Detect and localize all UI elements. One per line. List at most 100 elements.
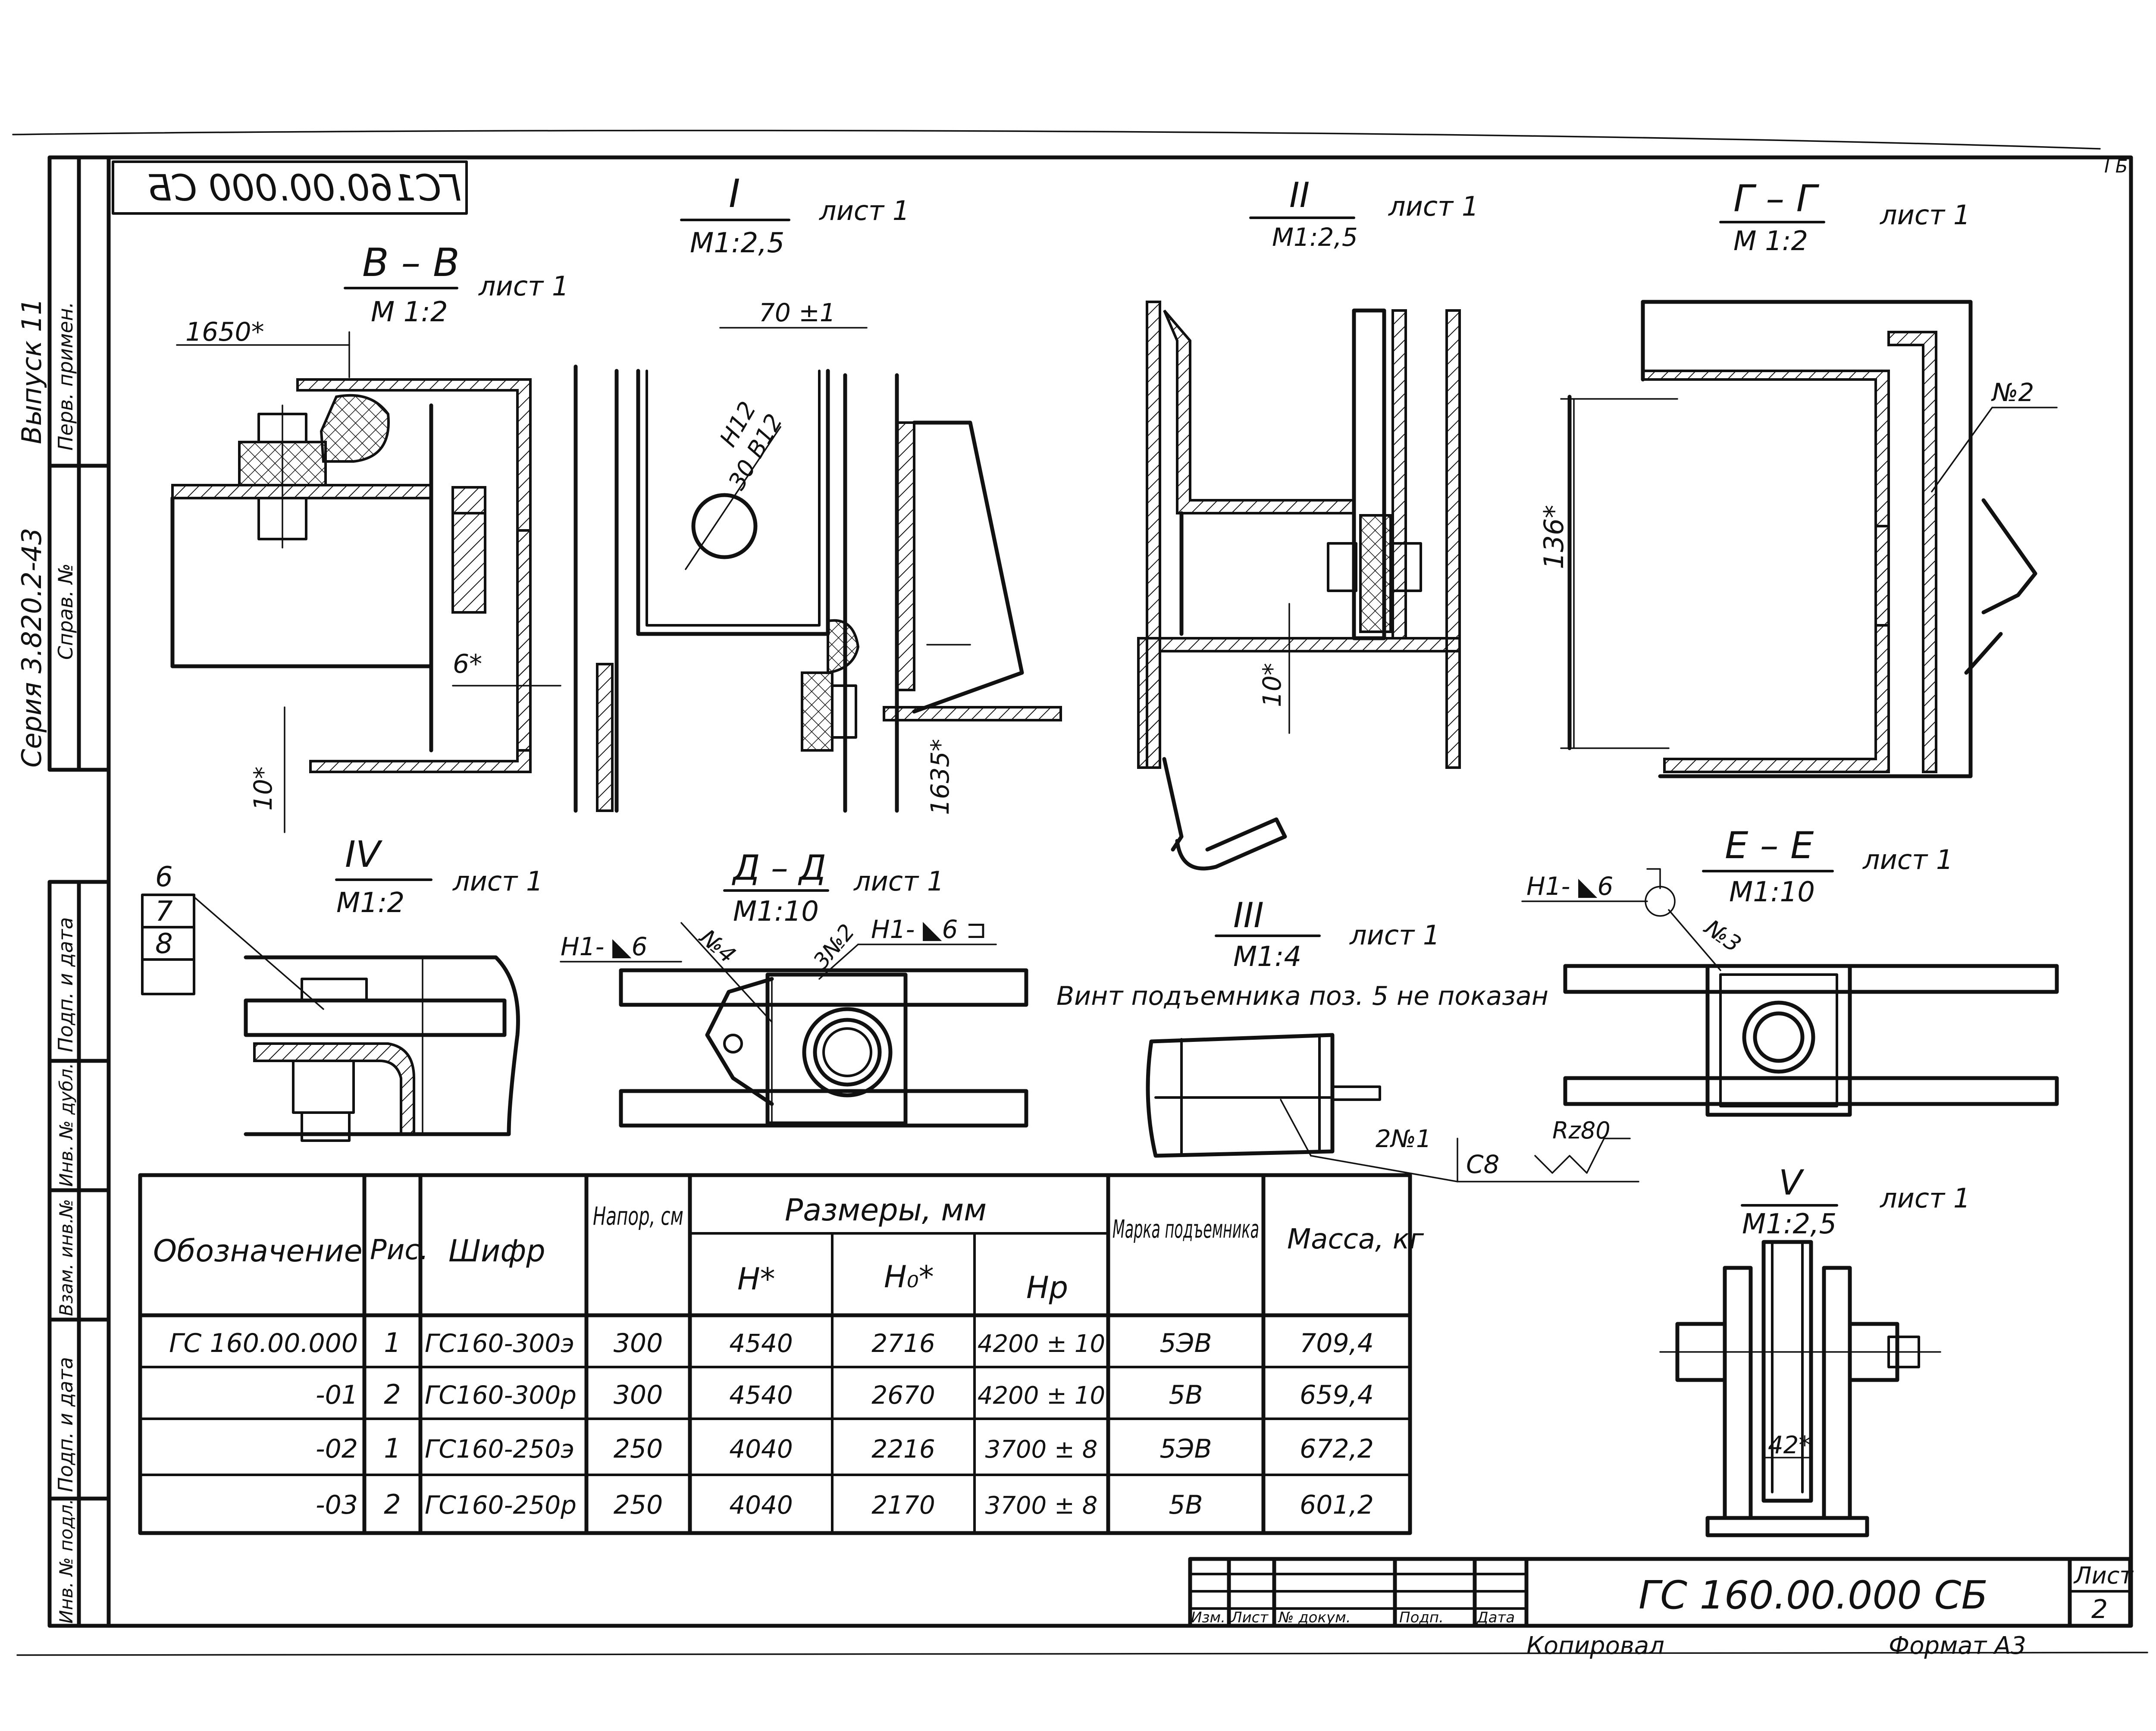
iii-note: Винт подъемника поз. 5 не показан [1056, 981, 1548, 1011]
view-ii: II М1:2,5 лист 1 10* [1137, 175, 1479, 871]
side-sign-date-2: Подп. и дата [54, 1357, 77, 1492]
tb-col-izm: Изм. [1191, 1609, 1225, 1626]
ii-sheet: лист 1 [1388, 191, 1479, 222]
cell-designation: -02 [316, 1434, 358, 1464]
view-ee: Е – Е М1:10 лист 1 Н1- ◣6 №3 [1521, 824, 2059, 1117]
ee-pos-3: №3 [1699, 914, 1745, 958]
cell-h: 4540 [729, 1329, 793, 1358]
iii-roughness: Rz80 [1552, 1117, 1611, 1144]
data-table: Обозначение Рис. Шифр Напор, см Размеры,… [138, 1173, 1424, 1535]
cell-head: 300 [614, 1380, 663, 1410]
side-issue: Выпуск 11 [16, 298, 47, 444]
cell-h0: 2170 [871, 1490, 935, 1520]
cell-hp: 3700 ± 8 [985, 1436, 1098, 1464]
tb-copied: Копировал [1526, 1632, 1664, 1660]
cell-designation: ГС 160.00.000 [169, 1328, 358, 1358]
th-h: Н* [737, 1261, 775, 1297]
vv-dim-1650: 1650* [185, 317, 264, 347]
cell-h0: 2216 [871, 1434, 935, 1464]
v-dim-42: 42* [1768, 1431, 1811, 1459]
side-series: Серия 3.820.2-43 [16, 528, 47, 768]
view-gg: Г – Г М 1:2 лист 1 136* №2 [1538, 177, 2058, 778]
cell-mass: 709,4 [1300, 1328, 1374, 1358]
cell-designation: -01 [316, 1380, 358, 1410]
ee-title: Е – Е [1725, 824, 1814, 867]
ee-sheet: лист 1 [1862, 844, 1953, 875]
cell-h: 4040 [729, 1490, 793, 1520]
gg-dim-136: 136* [1538, 505, 1570, 569]
iii-sheet: лист 1 [1349, 919, 1440, 951]
side-inv-podl: Инв. № подл. [56, 1499, 77, 1624]
iv-callout-8: 8 [155, 928, 173, 960]
v-scale: М1:2,5 [1742, 1208, 1836, 1240]
gg-title: Г – Г [1733, 177, 1820, 220]
iii-weld-2n1: 2№1 [1376, 1125, 1432, 1153]
vv-dim-6: 6* [453, 649, 482, 679]
tb-col-sign: Подп. [1399, 1609, 1444, 1626]
tb-sheet-label: Лист [2073, 1562, 2134, 1589]
cell-mass: 601,2 [1300, 1490, 1374, 1520]
iv-scale: М1:2 [336, 887, 404, 919]
i-scale: М1:2,5 [690, 227, 784, 259]
cell-code: ГС160-300р [425, 1380, 577, 1410]
ii-scale: М1:2,5 [1272, 223, 1358, 252]
sheet-frame [12, 129, 2148, 1656]
iv-callout-6: 6 [155, 861, 173, 893]
iv-title: IV [345, 833, 383, 875]
th-code: Шифр [448, 1233, 545, 1269]
tb-col-doc: № докум. [1278, 1609, 1351, 1626]
v-sheet: лист 1 [1880, 1182, 1970, 1214]
ee-scale: М1:10 [1729, 876, 1815, 908]
tb-sheet-no: 2 [2091, 1594, 2108, 1624]
view-iii: III М1:4 лист 1 Винт подъемника поз. 5 н… [1056, 895, 1639, 1182]
gg-scale: М 1:2 [1733, 225, 1808, 257]
iv-sheet: лист 1 [452, 866, 543, 897]
corner-mark: I Б [2104, 156, 2128, 177]
side-vzam-inv: Взам. инв.№ [56, 1199, 77, 1316]
cell-mass: 672,2 [1300, 1434, 1374, 1464]
cell-head: 300 [614, 1328, 663, 1358]
th-mass: Масса, кг [1287, 1223, 1424, 1255]
cell-hp: 4200 ± 10 [978, 1330, 1105, 1358]
vv-dim-10: 10* [248, 766, 278, 811]
ii-dim-10: 10* [1257, 663, 1287, 707]
cell-lift: 5ЭВ [1159, 1328, 1212, 1358]
tb-code: ГС 160.00.000 СБ [1639, 1573, 1988, 1618]
cell-hp: 3700 ± 8 [985, 1492, 1098, 1520]
iv-callout-7: 7 [155, 896, 173, 928]
th-designation: Обозначение [153, 1233, 363, 1269]
cell-h: 4040 [729, 1434, 793, 1464]
th-h0: Н₀* [884, 1259, 934, 1295]
view-vv: В – В М 1:2 лист 1 1650* 6* 10* [170, 240, 569, 833]
cell-hp: 4200 ± 10 [978, 1382, 1105, 1410]
cell-fig: 1 [384, 1327, 401, 1358]
side-first-use: Перв. примен. [54, 302, 77, 451]
view-dd: Д – Д М1:10 лист 1 Н1- ◣6 №4 3№2 Н1- ◣6 … [560, 848, 1028, 1128]
side-sign-date-1: Подп. и дата [54, 917, 77, 1052]
v-title: V [1779, 1163, 1805, 1203]
gg-pos-2: №2 [1991, 378, 2034, 407]
th-head: Напор, см [593, 1201, 683, 1231]
vv-scale: М 1:2 [371, 296, 448, 328]
dd-scale: М1:10 [733, 896, 819, 928]
i-sheet: лист 1 [819, 195, 909, 226]
iii-scale: М1:4 [1233, 941, 1301, 973]
cell-h: 4540 [729, 1380, 793, 1410]
mirrored-code: ГС160.00.000 СБ [147, 167, 461, 209]
i-dim-70: 70 ±1 [759, 298, 836, 327]
cell-fig: 1 [384, 1433, 401, 1464]
cell-fig: 2 [384, 1489, 401, 1520]
cell-h0: 2716 [871, 1329, 935, 1358]
th-hp: Нр [1026, 1270, 1068, 1305]
tb-format: Формат А3 [1889, 1632, 2026, 1660]
cell-head: 250 [614, 1434, 663, 1464]
cell-lift: 5ЭВ [1159, 1434, 1212, 1464]
view-v: V М1:2,5 лист 1 42* [1659, 1163, 1970, 1537]
vv-sheet: лист 1 [478, 270, 569, 302]
dd-title: Д – Д [732, 848, 826, 888]
cell-lift: 5В [1169, 1490, 1203, 1520]
th-fig: Рис. [370, 1234, 429, 1266]
i-title: I [729, 171, 740, 216]
